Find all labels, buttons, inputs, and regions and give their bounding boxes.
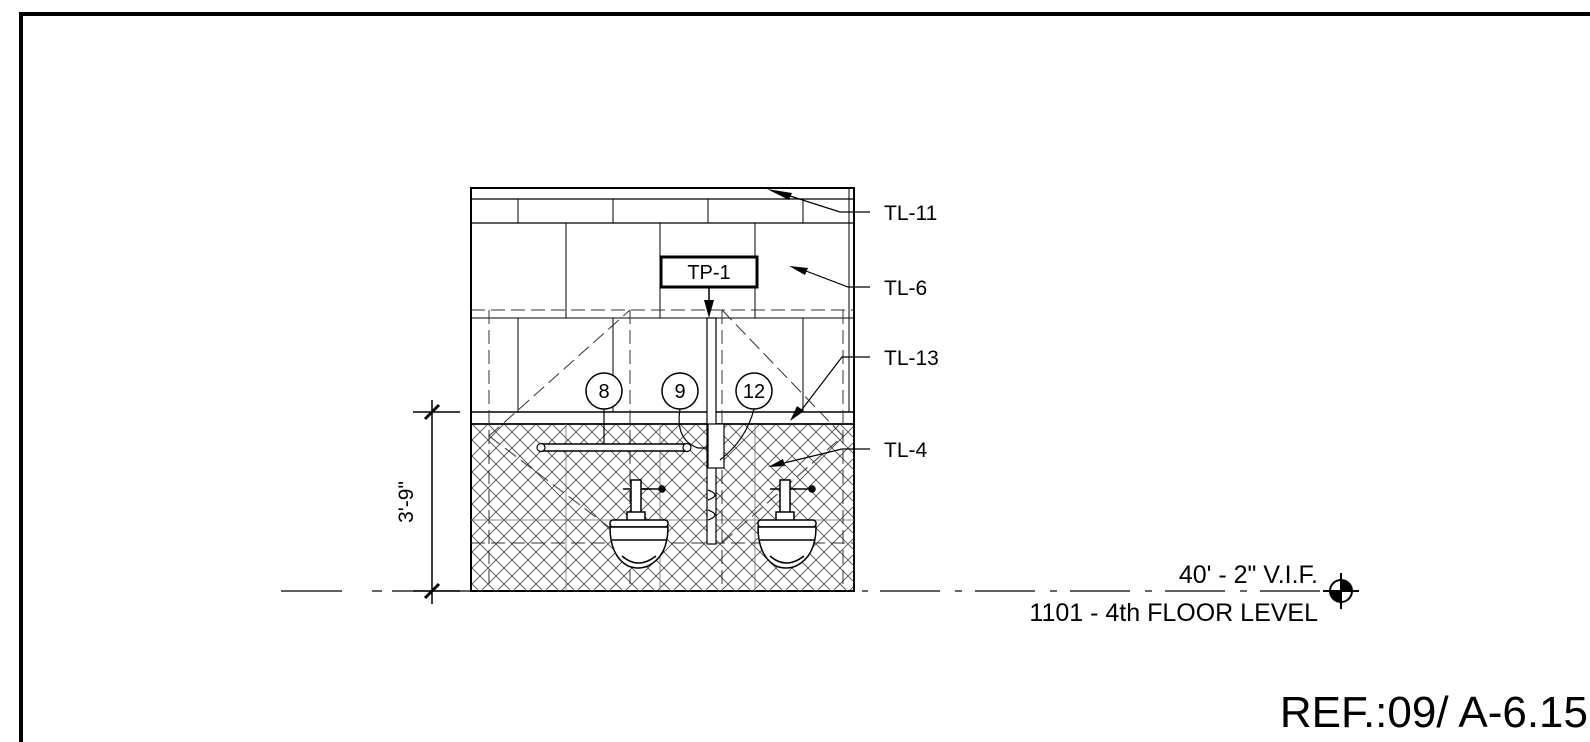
tag-tl-13: TL-13	[884, 347, 939, 370]
elevation-value: 40' - 2" V.I.F.	[1179, 561, 1318, 589]
toilet-right	[757, 479, 817, 569]
toilet-left	[609, 479, 669, 569]
panel-tag-label: TP-1	[687, 262, 730, 284]
reference-label: REF.:09/ A-6.15	[1280, 688, 1588, 737]
dimension-label: 3'-9"	[395, 481, 418, 523]
sheet-border	[19, 12, 1590, 742]
tag-tl-4: TL-4	[884, 439, 928, 462]
keynote-8: 8	[598, 381, 609, 403]
panel-tag: TP-1	[659, 255, 759, 318]
tag-tl-11: TL-11	[884, 202, 937, 225]
grab-bar	[536, 442, 692, 453]
vertical-dimension	[413, 400, 460, 604]
tag-tl-6: TL-6	[884, 277, 927, 300]
elevation-target-icon	[1323, 573, 1359, 609]
finish-tags	[783, 195, 870, 464]
leader-arrowheads	[767, 189, 808, 467]
keynote-9: 9	[674, 381, 685, 403]
keynote-12: 12	[743, 381, 765, 403]
keynote-bubbles: 8 9 12	[585, 372, 773, 461]
level-name: 1101 - 4th FLOOR LEVEL	[1029, 599, 1318, 627]
